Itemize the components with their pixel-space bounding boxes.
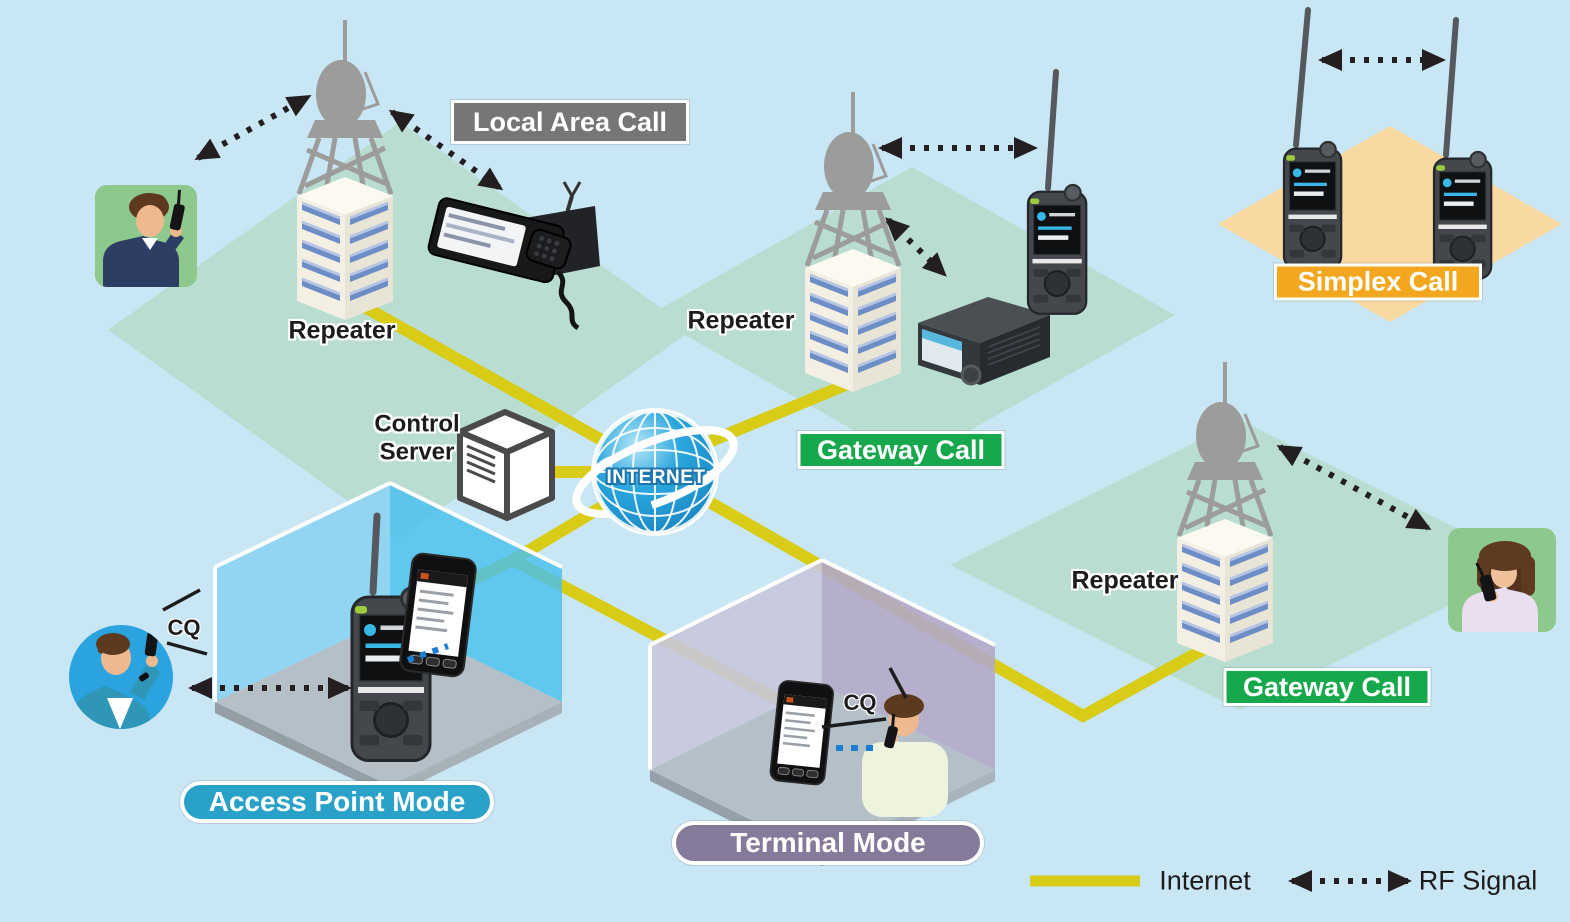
rf-arrow-local-left bbox=[194, 94, 312, 161]
operator-man-icon bbox=[95, 185, 197, 287]
internet-globe-label: INTERNET bbox=[606, 467, 706, 488]
label-gateway-call-right: Gateway Call bbox=[1223, 668, 1431, 706]
label-simplex-call: Simplex Call bbox=[1274, 263, 1482, 301]
rf-signal-arrows bbox=[188, 49, 1446, 699]
label-local-area-call: Local Area Call bbox=[451, 100, 689, 144]
label-gateway-call-mid: Gateway Call bbox=[797, 431, 1005, 469]
cq-slashes bbox=[162, 588, 908, 729]
handheld-radio-icon-mid bbox=[1026, 69, 1088, 315]
handheld-radio-icon-simplex-right bbox=[1432, 17, 1493, 280]
handheld-radio-icon-simplex-left bbox=[1282, 7, 1343, 270]
repeater-label-right: Repeater bbox=[1071, 566, 1179, 595]
operator-man-terminal-icon bbox=[862, 694, 948, 817]
control-server-icon bbox=[457, 409, 555, 521]
mobile-radio-icon bbox=[427, 181, 600, 331]
legend-internet-label: Internet bbox=[1159, 865, 1251, 896]
rf-arrow-gateway-right bbox=[1276, 444, 1432, 531]
label-access-point-mode: Access Point Mode bbox=[180, 781, 494, 823]
control-server-label: Control Server bbox=[374, 410, 460, 465]
internet-line-repeater-right bbox=[661, 470, 1209, 723]
handheld-radio-icon-access-point bbox=[350, 512, 432, 762]
operator-woman-icon bbox=[1448, 528, 1556, 632]
device-link-dotted bbox=[407, 643, 878, 751]
operator-man-circle-icon bbox=[69, 625, 173, 729]
smartphone-icon-terminal bbox=[768, 679, 835, 787]
internet-globe-icon bbox=[572, 408, 738, 536]
cq-label-terminal: CQ bbox=[843, 690, 877, 715]
base-station-radio-icon bbox=[918, 297, 1050, 386]
cq-label-access-point: CQ bbox=[167, 615, 201, 640]
repeater-label-local: Repeater bbox=[288, 316, 396, 345]
repeater-label-mid: Repeater bbox=[687, 306, 795, 335]
label-terminal-mode: Terminal Mode bbox=[672, 821, 984, 865]
legend-rf-signal-label: RF Signal bbox=[1418, 865, 1538, 896]
internet-line-repeater-local bbox=[342, 290, 651, 472]
